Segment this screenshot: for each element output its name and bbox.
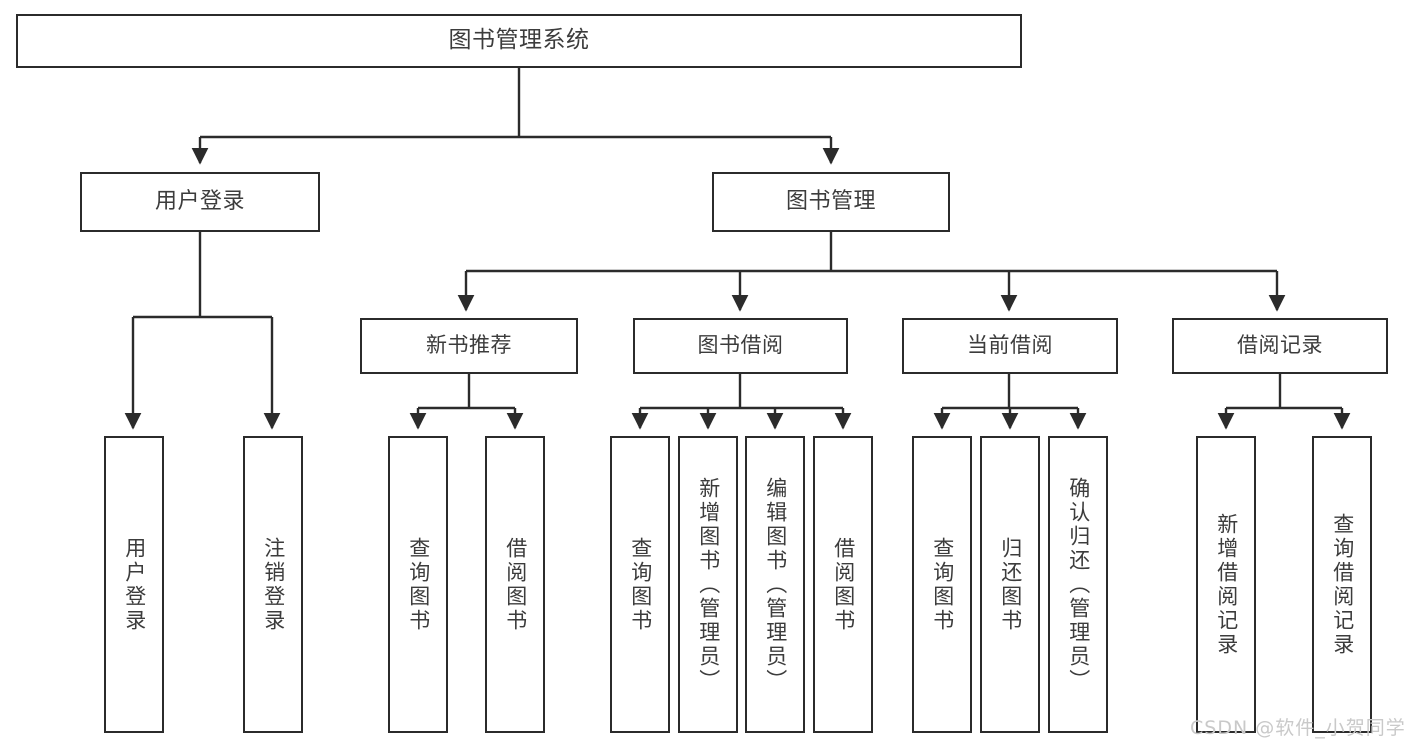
leaf-logout-label: 注销登录 [261,536,286,633]
leaf-query-book-borrow-label: 查询图书 [628,536,653,633]
leaf-confirm-return-admin-label: 确认归还（管理员） [1066,476,1091,693]
leaf-borrow-book-newbook-label: 借阅图书 [503,536,528,633]
leaf-add-borrow-record-label: 新增借阅记录 [1214,512,1239,657]
leaf-query-book-newbook-label: 查询图书 [406,536,431,633]
leaf-add-book-admin[interactable]: 新增图书（管理员） [678,436,738,733]
csdn-watermark: CSDN @软件_小贺同学 [1190,717,1405,739]
leaf-return-book[interactable]: 归还图书 [980,436,1040,733]
leaf-edit-book-admin[interactable]: 编辑图书（管理员） [745,436,805,733]
leaf-borrow-book[interactable]: 借阅图书 [813,436,873,733]
leaf-edit-book-admin-label: 编辑图书（管理员） [763,476,788,693]
leaf-query-book-borrow[interactable]: 查询图书 [610,436,670,733]
leaf-query-book-newbook[interactable]: 查询图书 [388,436,448,733]
node-current-borrow[interactable]: 当前借阅 [902,318,1118,374]
node-book-management[interactable]: 图书管理 [712,172,950,232]
node-borrow-record-label: 借阅记录 [1237,333,1323,358]
leaf-query-borrow-record[interactable]: 查询借阅记录 [1312,436,1372,733]
node-book-management-label: 图书管理 [785,188,876,214]
leaf-query-book-current[interactable]: 查询图书 [912,436,972,733]
leaf-borrow-book-newbook[interactable]: 借阅图书 [485,436,545,733]
node-borrow-record[interactable]: 借阅记录 [1172,318,1388,374]
node-root-label: 图书管理系统 [448,27,590,54]
leaf-borrow-book-label: 借阅图书 [831,536,856,633]
node-current-borrow-label: 当前借阅 [967,333,1053,358]
leaf-query-book-current-label: 查询图书 [930,536,955,633]
leaf-add-book-admin-label: 新增图书（管理员） [696,476,721,693]
node-root[interactable]: 图书管理系统 [16,14,1022,68]
node-user-login[interactable]: 用户登录 [80,172,320,232]
node-user-login-label: 用户登录 [154,188,245,214]
leaf-user-login-label: 用户登录 [122,536,147,633]
leaf-logout[interactable]: 注销登录 [243,436,303,733]
leaf-query-borrow-record-label: 查询借阅记录 [1330,512,1355,657]
leaf-add-borrow-record[interactable]: 新增借阅记录 [1196,436,1256,733]
node-new-book-recommend[interactable]: 新书推荐 [360,318,578,374]
node-book-borrow-label: 图书借阅 [697,333,784,358]
node-new-book-recommend-label: 新书推荐 [426,333,512,358]
leaf-return-book-label: 归还图书 [998,536,1023,633]
leaf-user-login[interactable]: 用户登录 [104,436,164,733]
node-book-borrow[interactable]: 图书借阅 [633,318,848,374]
leaf-confirm-return-admin[interactable]: 确认归还（管理员） [1048,436,1108,733]
